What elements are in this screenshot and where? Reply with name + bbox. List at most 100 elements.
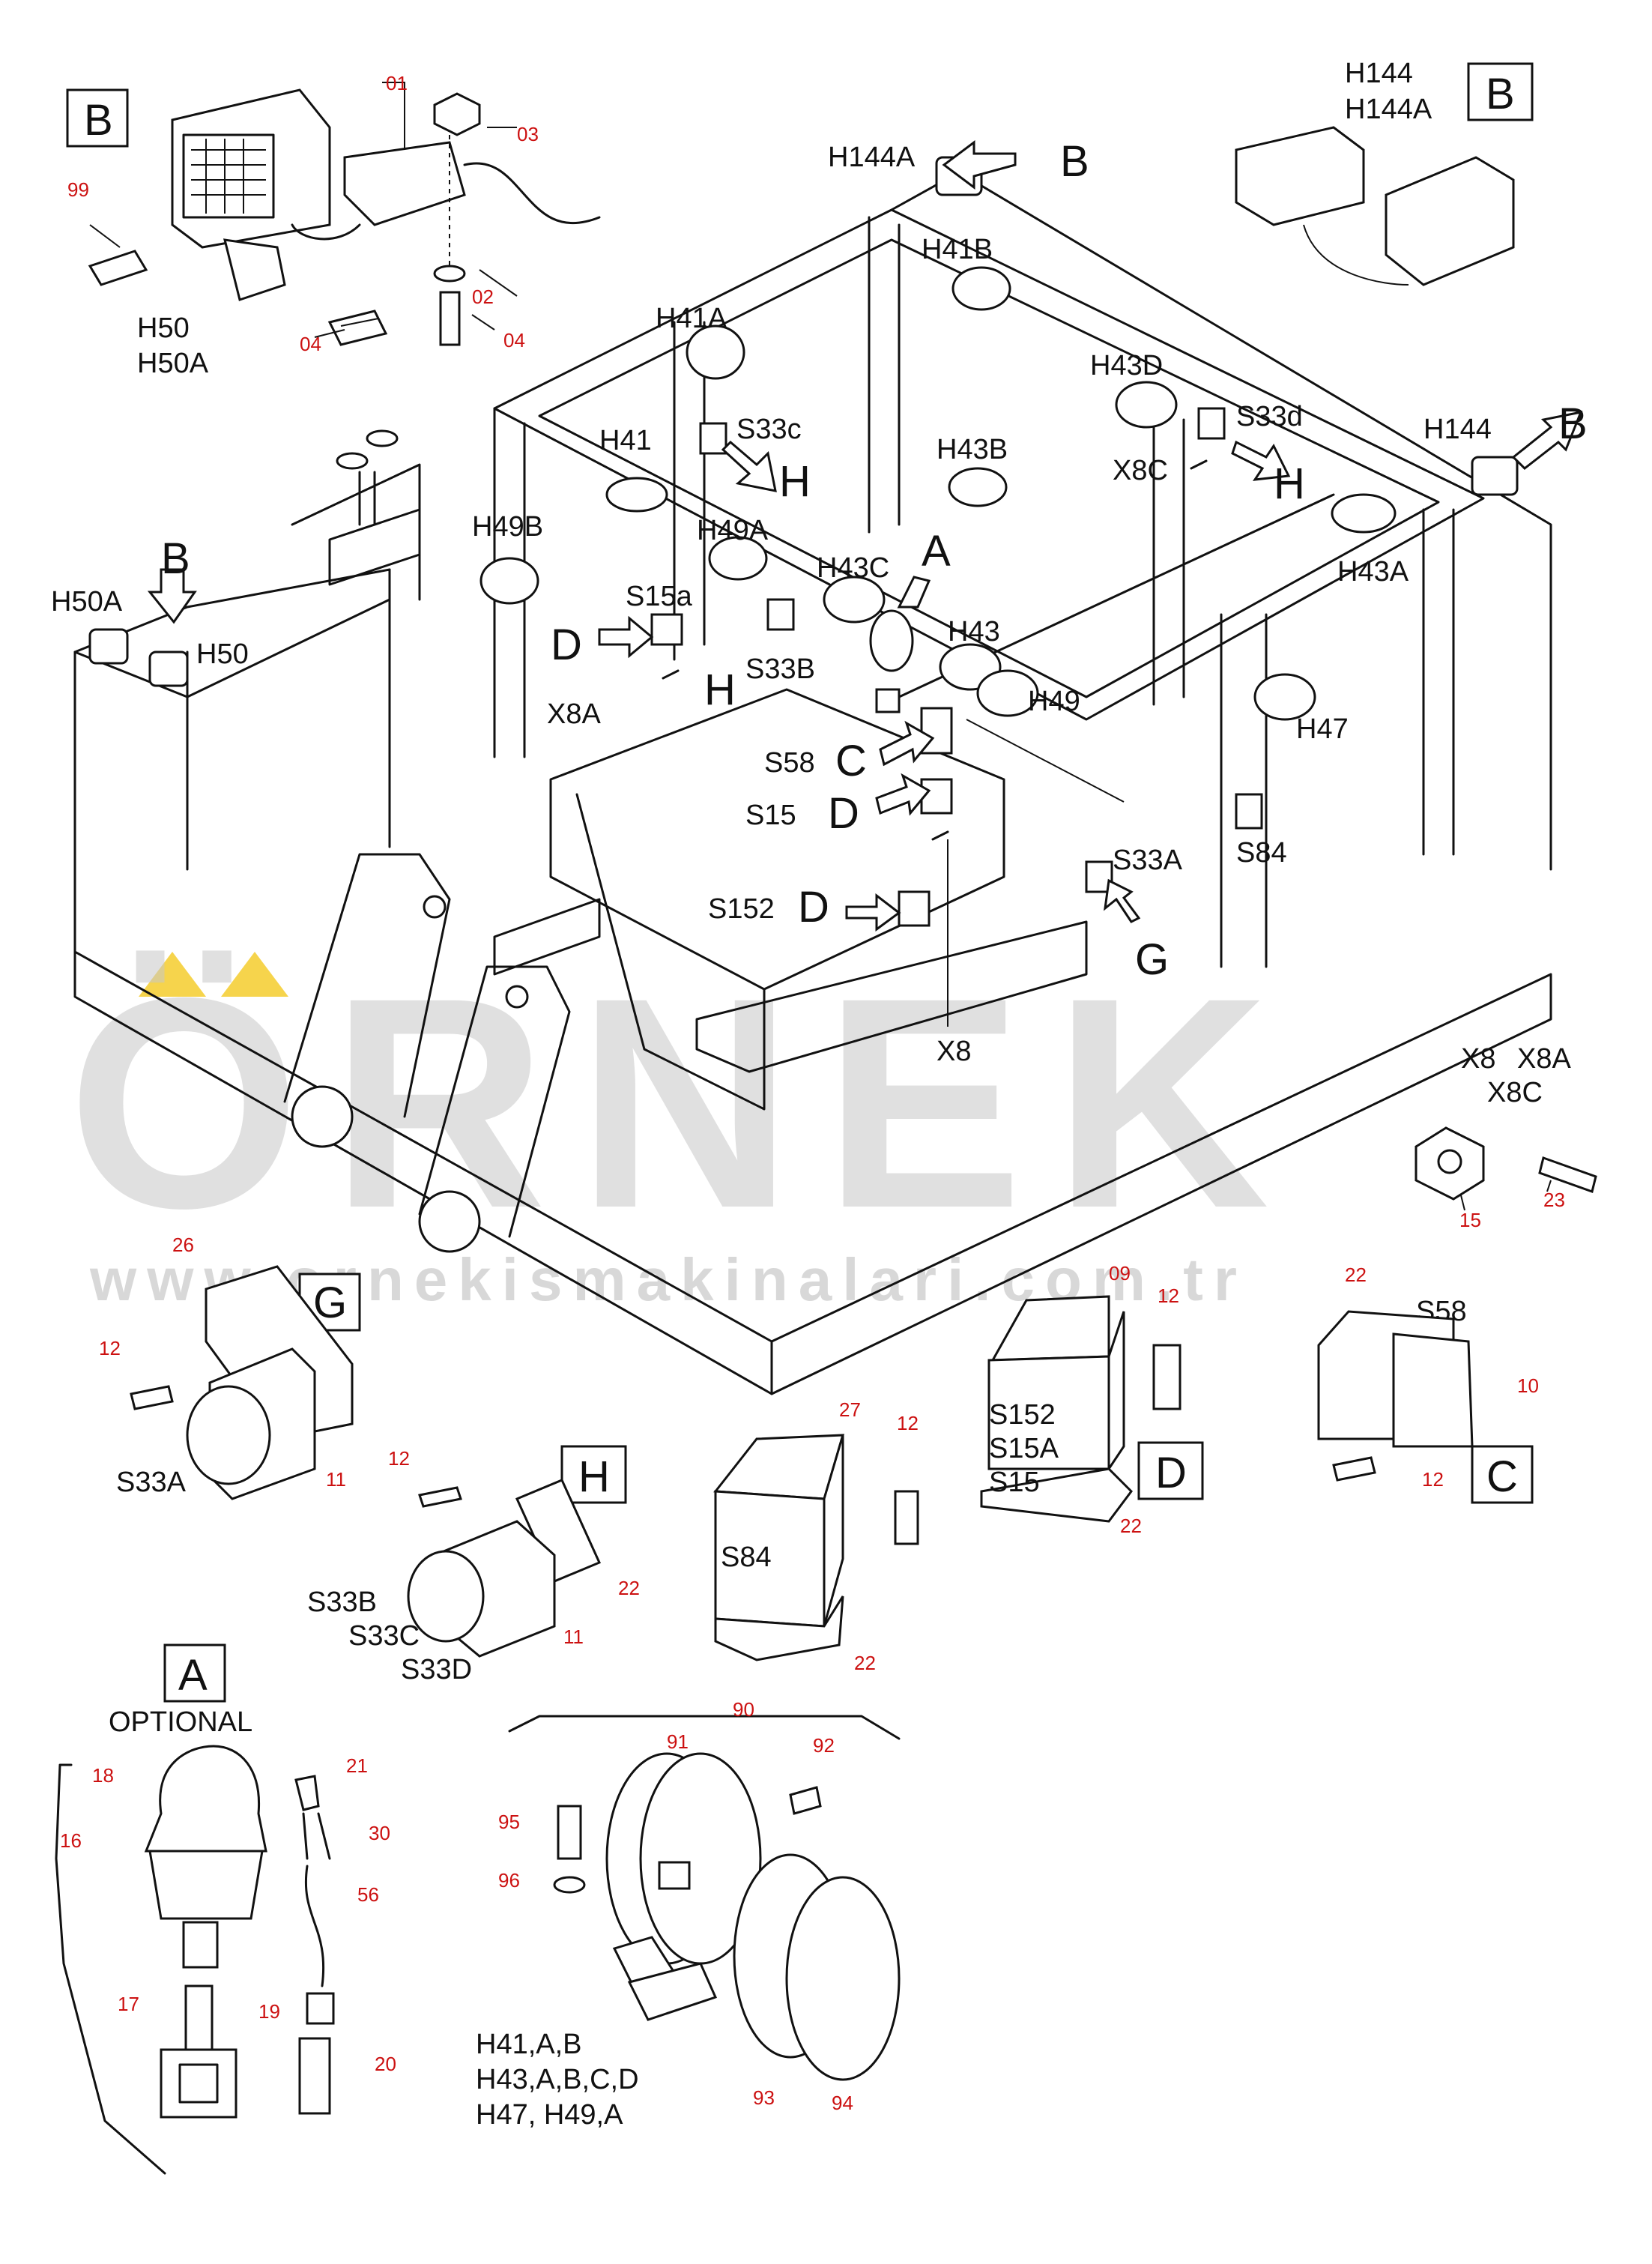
switch-s33b[interactable]: [766, 598, 795, 631]
label-x8: X8: [937, 1036, 971, 1067]
switch-s15a[interactable]: [650, 613, 683, 646]
detail-letter-a: A: [178, 1651, 208, 1700]
label-s33b-detail: S33B: [307, 1587, 377, 1618]
label-s15a-detail: S15A: [989, 1433, 1059, 1464]
part-num: 12: [897, 1412, 919, 1434]
label-h50-left: H50: [196, 639, 249, 670]
switch-s152[interactable]: [898, 890, 931, 927]
label-h41a: H41A: [656, 303, 727, 334]
lamp-h41a[interactable]: [686, 324, 745, 380]
switch-s84[interactable]: [1235, 793, 1263, 830]
detail-b-h144: H144 H144A B: [1235, 58, 1534, 286]
pointer-c: C: [835, 737, 867, 785]
pointer-d1: D: [551, 621, 582, 669]
beacon-dome: [144, 1745, 267, 1853]
frame-lamps: [88, 156, 1519, 1027]
beacon-small[interactable]: [869, 609, 914, 672]
detail-x8-connector: X8 X8A X8C 15 23: [1415, 1043, 1597, 1231]
detail-letter-d: D: [1155, 1449, 1187, 1497]
label-x8c-group: X8C: [1487, 1077, 1543, 1108]
frame-labels: H144A B H41B H41A H43D S33d H144 B S33c …: [51, 137, 1588, 1067]
label-s58: S58: [764, 747, 815, 779]
detail-letter-b-left: B: [84, 96, 113, 145]
part-num: 02: [472, 286, 494, 308]
detail-box-a: [163, 1643, 226, 1703]
part-num: 96: [498, 1869, 520, 1892]
part-num: 12: [1422, 1468, 1444, 1491]
detail-a-beacon: A OPTIONAL 16 18 17 21 30 56 19 20: [55, 1643, 396, 2175]
detail-box-d: [1137, 1441, 1204, 1500]
detail-letter-b-right: B: [1486, 70, 1515, 118]
pointer-b1: B: [1060, 137, 1089, 186]
detail-b-work-lamp: B 01 03 99 02 04 04 H50 H50A: [66, 72, 601, 379]
part-num: 01: [386, 72, 408, 94]
lamp-h49a[interactable]: [708, 536, 768, 581]
watermark-accent-left: [139, 952, 206, 997]
part-num: 12: [388, 1447, 410, 1470]
switch-s33d[interactable]: [1197, 407, 1226, 440]
label-h43: H43: [948, 616, 1000, 647]
lamp-h49[interactable]: [976, 669, 1039, 717]
label-s152: S152: [708, 893, 775, 925]
part-num: 23: [1543, 1189, 1565, 1211]
label-s33c: S33c: [736, 414, 802, 445]
detail-box-h: [560, 1445, 627, 1504]
detail-h: H 12 22 11 S33B S33C S33D: [307, 1445, 640, 1685]
relay-box: [343, 141, 466, 226]
label-s33d-detail: S33D: [401, 1654, 472, 1685]
lamp-h43c[interactable]: [823, 576, 886, 624]
lamp-h43a[interactable]: [1331, 493, 1397, 534]
lamp-h43d[interactable]: [1115, 381, 1178, 429]
label-s33a-detail: S33A: [116, 1467, 187, 1498]
label-s33b: S33B: [745, 653, 815, 685]
label-x8a-group: X8A: [1517, 1043, 1571, 1075]
label-h49a: H49A: [697, 515, 769, 546]
lamp-h49b[interactable]: [479, 557, 539, 605]
bulb-icon: [88, 250, 148, 286]
label-x8-group: X8: [1461, 1043, 1495, 1075]
watermark-brand: ÖRNEK: [67, 935, 1300, 1270]
label-h41b: H41B: [922, 234, 993, 265]
switch-s15[interactable]: [920, 778, 953, 815]
label-s15-detail: S15: [989, 1467, 1040, 1498]
detail-letter-h: H: [578, 1452, 610, 1501]
lamp-h47[interactable]: [1253, 673, 1316, 721]
detail-c: 22 S58 10 12 C: [1317, 1264, 1539, 1504]
part-num: 26: [172, 1234, 194, 1256]
lamp-h50a[interactable]: [88, 628, 129, 665]
part-num: 21: [346, 1754, 368, 1777]
detail-a-caption: OPTIONAL: [109, 1706, 252, 1738]
label-h50a-left: H50A: [51, 586, 123, 618]
label-h41: H41: [599, 425, 652, 456]
lamp-list-1: H41,A,B: [476, 2029, 582, 2060]
label-h49b: H49B: [472, 511, 543, 543]
detail-box-c: [1471, 1445, 1534, 1504]
label-s152-detail: S152: [989, 1399, 1056, 1431]
lamp-list-2: H43,A,B,C,D: [476, 2064, 639, 2095]
pointer-b3: B: [161, 534, 190, 583]
label-s33d: S33d: [1236, 401, 1303, 432]
lamp-h144[interactable]: [1471, 456, 1519, 496]
part-num: 22: [618, 1577, 640, 1599]
lamp-h41b[interactable]: [951, 266, 1011, 311]
detail-d: 09 12 S152 S15A S15 D 22: [980, 1262, 1204, 1537]
bolt-icon: [439, 291, 461, 346]
part-num: 16: [60, 1829, 82, 1852]
part-num: 11: [326, 1468, 346, 1491]
part-num: 20: [375, 2053, 396, 2075]
detail-90-work-lamp: 90 91 92 95 96 93 94 H41,A,B H43,A,B,C,D…: [476, 1698, 901, 2131]
lamp-h50[interactable]: [148, 650, 189, 687]
label-h43b: H43B: [937, 434, 1008, 465]
watermark: ÖRNEK www.ornekismakinalari.com.tr: [67, 935, 1300, 1313]
label-h43c: H43C: [817, 552, 889, 584]
switch-s33c[interactable]: [699, 422, 727, 455]
part-num: 10: [1517, 1374, 1539, 1397]
label-h144a: H144A: [1345, 94, 1432, 125]
pointer-b2: B: [1558, 399, 1588, 448]
part-num: 22: [854, 1652, 876, 1674]
part-num: 18: [92, 1764, 114, 1787]
lamp-h41[interactable]: [605, 477, 668, 513]
label-h43d: H43D: [1090, 350, 1163, 381]
lamp-h43b[interactable]: [948, 467, 1008, 507]
nut-icon: [433, 92, 481, 136]
